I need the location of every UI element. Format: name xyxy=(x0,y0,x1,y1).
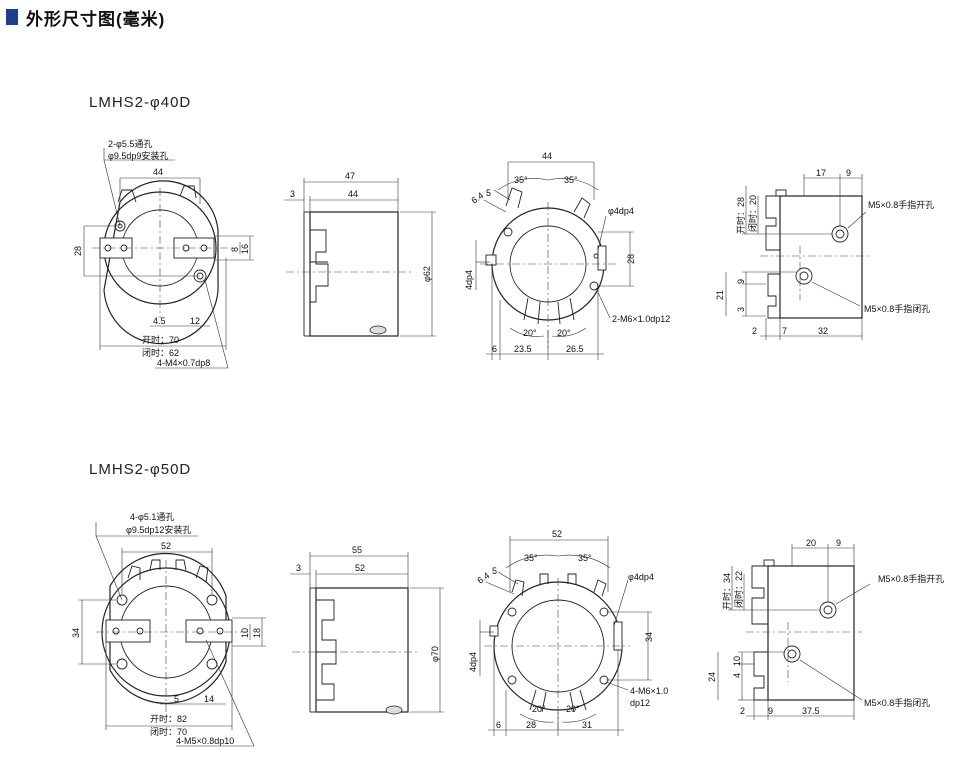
label: M5×0.8手指开孔 xyxy=(868,199,934,210)
label: 4dp4 xyxy=(464,270,474,290)
label: 55 xyxy=(352,545,362,555)
label: 5 xyxy=(174,694,179,704)
model-title-50: LMHS2-φ50D xyxy=(89,461,192,478)
label: 34 xyxy=(71,628,81,638)
label: 6 xyxy=(492,344,497,354)
label: 开时：82 xyxy=(150,713,187,724)
label: 闭时：22 xyxy=(733,571,744,608)
label: 4-M4×0.7dp8 xyxy=(157,358,210,368)
label: 5 xyxy=(492,566,497,576)
label: 6.4 xyxy=(469,190,485,205)
label: 52 xyxy=(161,541,171,551)
label: 4-M6×1.0 xyxy=(630,686,668,696)
label: 26.5 xyxy=(566,344,584,354)
label: 3 xyxy=(290,189,295,199)
label: φ62 xyxy=(422,266,432,282)
label: 6 xyxy=(496,720,501,730)
label: 17 xyxy=(816,168,826,178)
label: 开时：34 xyxy=(721,573,732,610)
label: 8 xyxy=(230,247,240,252)
label: 20° xyxy=(566,704,580,714)
label: 4-φ5.1通孔 xyxy=(130,512,174,522)
top-view-40: 44 35° 35° 6.4 5 φ4dp4 4dp4 28 20° 20° 6… xyxy=(464,151,670,360)
label: 闭时：62 xyxy=(142,347,179,358)
label: 31 xyxy=(582,720,592,730)
label: 10 xyxy=(240,628,250,638)
label: 4dp4 xyxy=(468,652,478,672)
label: 35° xyxy=(564,175,578,185)
label: 9 xyxy=(836,538,841,548)
section-header: 外形尺寸图(毫米) xyxy=(6,6,166,29)
label: 44 xyxy=(542,151,552,161)
label: 4.5 xyxy=(153,316,166,326)
header-marker xyxy=(6,9,18,25)
label: 34 xyxy=(644,632,654,642)
label: 开时：70 xyxy=(142,334,179,345)
label: 闭时：20 xyxy=(747,195,758,232)
label: 28 xyxy=(73,246,83,256)
label: φ9.5dp9安装孔 xyxy=(108,150,168,161)
top-view-50: 52 35° 35° 6.4 5 φ4dp4 4dp4 34 20° 20° 6… xyxy=(468,529,668,736)
label: 7 xyxy=(782,326,787,336)
label: 10 xyxy=(732,656,742,666)
label: 14 xyxy=(204,694,214,704)
label: 20° xyxy=(557,328,571,338)
right-view-40: 17 9 开时：28 闭时：20 M5×0.8手指开孔 M5×0.8手指闭孔 9… xyxy=(715,168,934,340)
label: 35° xyxy=(524,553,538,563)
label: φ9.5dp12安装孔 xyxy=(126,524,191,535)
label: 24 xyxy=(707,672,717,682)
label: 9 xyxy=(846,168,851,178)
label: 47 xyxy=(345,171,355,181)
label: 2-M6×1.0dp12 xyxy=(612,314,670,324)
label: 3 xyxy=(296,563,301,573)
label: 4-M5×0.8dp10 xyxy=(176,736,234,746)
model-title-40: LMHS2-φ40D xyxy=(89,94,192,111)
side-view-50: 55 52 3 φ70 xyxy=(290,545,444,715)
label: 5 xyxy=(486,188,491,198)
label: 52 xyxy=(552,529,562,539)
label: 28 xyxy=(626,254,636,264)
front-view-40: 2-φ5.5通孔 φ9.5dp9安装孔 44 28 8 16 4.5 12 开时… xyxy=(73,139,254,369)
label: 35° xyxy=(514,175,528,185)
right-view-50: 20 9 开时：34 闭时：22 M5×0.8手指开孔 M5×0.8手指闭孔 1… xyxy=(707,538,944,720)
label: 35° xyxy=(578,553,592,563)
front-view-50: 4-φ5.1通孔 φ9.5dp12安装孔 52 34 10 18 5 14 开时… xyxy=(71,512,266,747)
label: 20 xyxy=(806,538,816,548)
label: 2 xyxy=(752,326,757,336)
label: φ70 xyxy=(430,646,440,662)
label: dp12 xyxy=(630,698,650,708)
label: 2 xyxy=(740,706,745,716)
label: 52 xyxy=(355,563,365,573)
label: 44 xyxy=(348,189,358,199)
label: 44 xyxy=(153,167,163,177)
label: 37.5 xyxy=(802,706,820,716)
side-view-40: 47 44 3 φ62 xyxy=(284,171,436,337)
label: 3 xyxy=(736,307,746,312)
label: M5×0.8手指闭孔 xyxy=(864,697,930,708)
label: M5×0.8手指闭孔 xyxy=(864,303,930,314)
label: 4 xyxy=(732,673,742,678)
label: 23.5 xyxy=(514,344,532,354)
label: 闭时：70 xyxy=(150,726,187,737)
label: 2-φ5.5通孔 xyxy=(108,139,152,149)
label: 20° xyxy=(532,704,546,714)
label: 21 xyxy=(715,290,725,300)
label: 12 xyxy=(190,316,200,326)
label: 20° xyxy=(523,328,537,338)
label: 32 xyxy=(818,326,828,336)
label: M5×0.8手指开孔 xyxy=(878,573,944,584)
label: 16 xyxy=(240,244,250,254)
label: φ4dp4 xyxy=(628,572,654,582)
label: 18 xyxy=(252,628,262,638)
label: 9 xyxy=(736,279,746,284)
section-title: 外形尺寸图(毫米) xyxy=(26,9,166,29)
label: 9 xyxy=(768,706,773,716)
label: φ4dp4 xyxy=(608,206,634,216)
label: 28 xyxy=(526,720,536,730)
label: 开时：28 xyxy=(735,197,746,234)
